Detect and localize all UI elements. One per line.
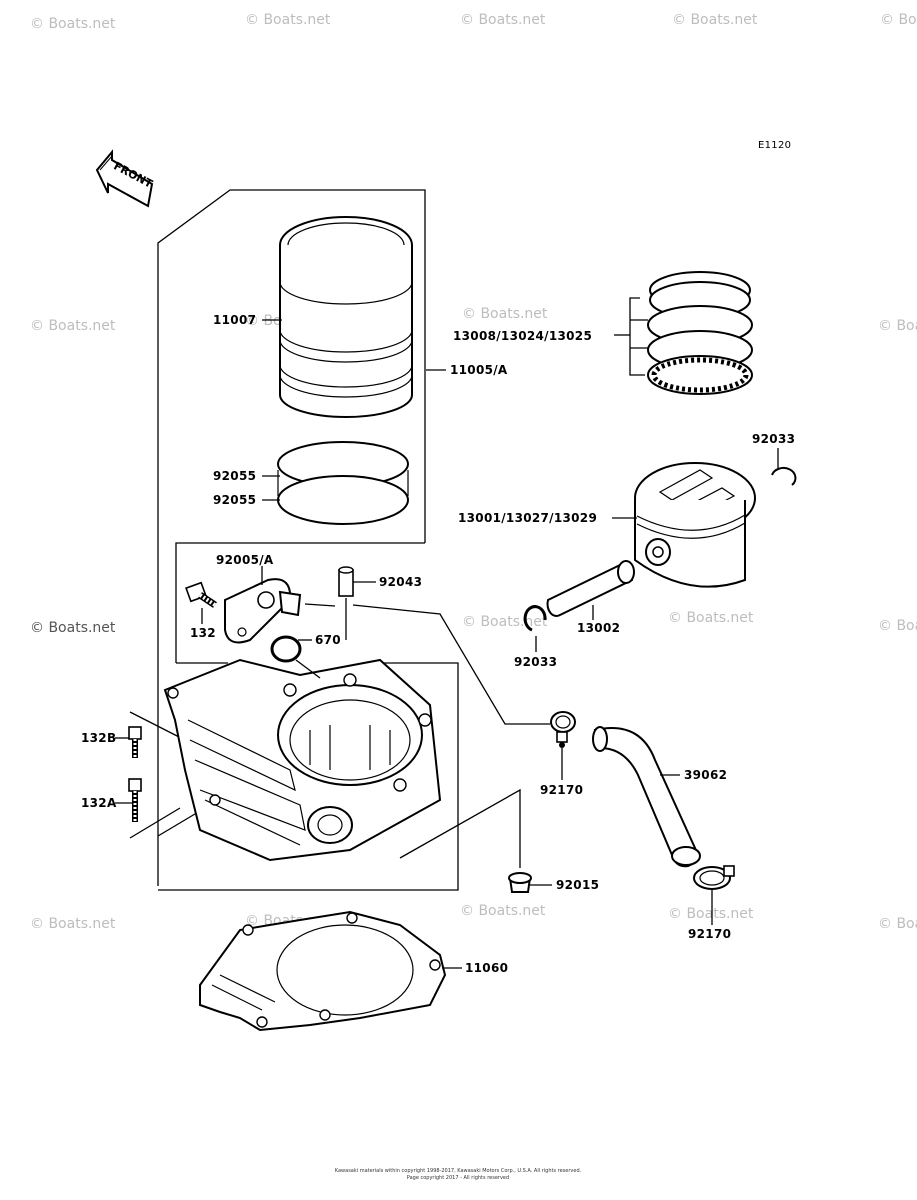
watermark: © Boats.net — [880, 12, 917, 28]
watermark: © Boats.net — [30, 16, 116, 32]
part-label: 132 — [190, 626, 216, 640]
part-label: 92005/A — [216, 553, 274, 567]
part-label: 92170 — [688, 927, 731, 941]
watermark: © Boats.net — [878, 618, 917, 634]
part-label: 13008/13024/13025 — [453, 329, 592, 343]
piston — [634, 462, 756, 588]
piston-rings — [614, 271, 753, 395]
bolt-132 — [185, 581, 217, 608]
watermark: © Boats.net — [878, 318, 917, 334]
watermark: © Boats.net — [30, 620, 116, 636]
part-label: 132A — [81, 796, 117, 810]
watermark: © Boats.net — [460, 12, 546, 28]
hose-clamp-lower — [693, 865, 735, 890]
part-label: 92043 — [379, 575, 422, 589]
circlip-right — [771, 467, 797, 486]
diagram-code: E1120 — [758, 140, 791, 151]
part-label: 670 — [315, 633, 341, 647]
part-label: 132B — [81, 731, 116, 745]
head-gasket — [199, 910, 447, 1032]
part-label: 92033 — [514, 655, 557, 669]
watermark: © Boats.net — [668, 906, 754, 922]
part-label: 92055 — [213, 493, 256, 507]
watermark: © Boats.net — [672, 12, 758, 28]
water-fitting — [224, 578, 302, 644]
plug-92015 — [508, 872, 532, 893]
watermark: © Boats.net — [460, 903, 546, 919]
part-label: 11005/A — [450, 363, 508, 377]
front-arrow: FRONT — [95, 149, 155, 208]
bolt-132a — [128, 778, 142, 822]
watermark: © Boats.net — [668, 610, 754, 626]
copyright-line: Kawasaki materials within copyright 1998… — [335, 1168, 582, 1174]
watermark: © Boats.net — [462, 614, 548, 630]
watermark: © Boats.net — [30, 916, 116, 932]
water-hose — [592, 726, 701, 868]
leader-lines — [115, 319, 779, 969]
hose-clamp-upper — [550, 711, 576, 748]
cylinder-liner — [279, 216, 413, 418]
circlip-left — [523, 605, 547, 632]
watermark: © Boats.net — [878, 916, 917, 932]
part-label: 92033 — [752, 432, 795, 446]
piston-pin — [546, 560, 635, 617]
part-label: 92170 — [540, 783, 583, 797]
part-labels: 11007 11005/A 13008/13024/13025 92033 92… — [81, 313, 795, 975]
cylinder-block — [163, 658, 442, 862]
part-label: 11060 — [465, 961, 508, 975]
watermark: © Boats.net — [30, 318, 116, 334]
part-label: 13002 — [577, 621, 620, 635]
watermark: © Boats.net — [462, 306, 548, 322]
o-ring-670 — [270, 635, 302, 663]
copyright-line: Page copyright 2017 - All rights reserve… — [407, 1175, 509, 1181]
part-label: 92015 — [556, 878, 599, 892]
part-label: 11007 — [213, 313, 256, 327]
dowel-pin — [338, 566, 354, 597]
part-label: 39062 — [684, 768, 727, 782]
assembly-frame — [129, 189, 521, 891]
part-label: 13001/13027/13029 — [458, 511, 597, 525]
bolt-132b — [128, 726, 142, 758]
o-rings — [277, 441, 409, 525]
part-label: 92055 — [213, 469, 256, 483]
watermark: © Boats.net — [245, 12, 331, 28]
